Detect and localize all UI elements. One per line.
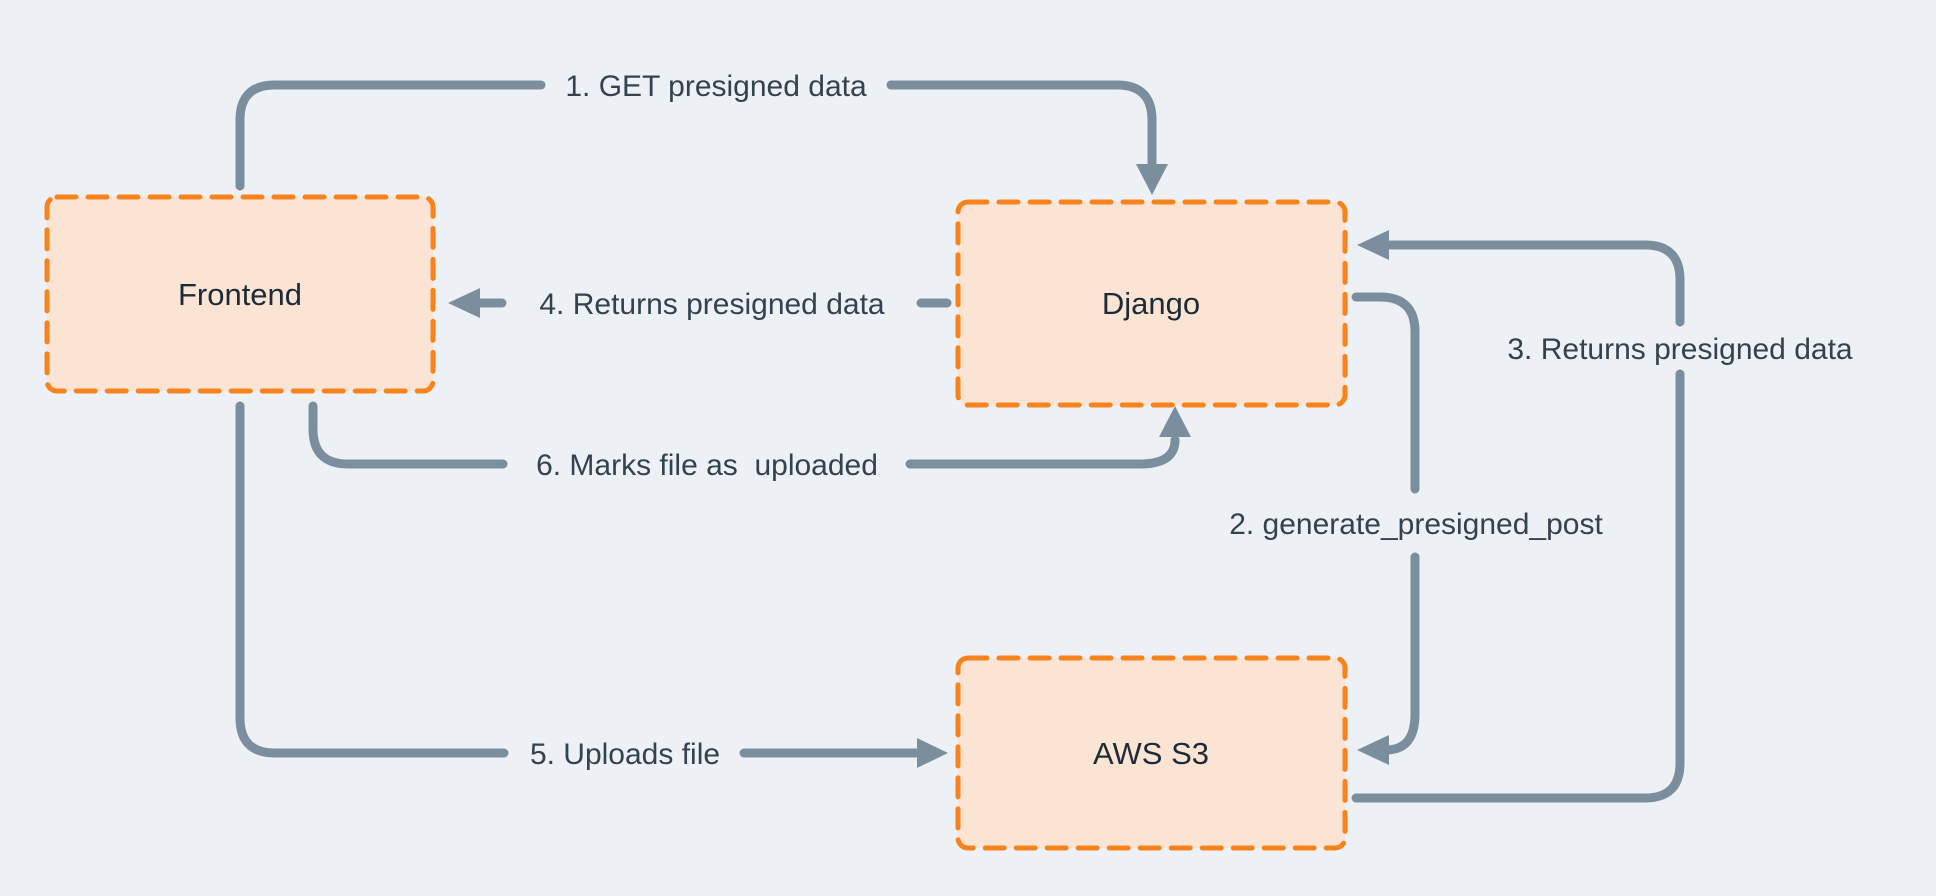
arrowhead-step3-left-icon	[1357, 230, 1389, 260]
node-aws-s3-label: AWS S3	[1093, 736, 1209, 771]
node-frontend	[44, 194, 436, 394]
step2-label: 2. generate_presigned_post	[1229, 508, 1603, 541]
arrowhead-step2-left-icon	[1357, 735, 1389, 765]
connector-step3-top-segment	[1385, 240, 1685, 327]
step6-label: 6. Marks file as uploaded	[536, 449, 878, 482]
connector-step3-bottom-segment	[1351, 369, 1685, 803]
arrowhead-step5-right-icon	[917, 738, 948, 768]
connector-step6-right-segment	[905, 435, 1180, 469]
connector-step5-left-segment	[235, 401, 509, 758]
connector-step1-left-segment	[235, 80, 546, 191]
arrowhead-step6-up-icon	[1159, 406, 1191, 437]
step3-label: 3. Returns presigned data	[1507, 333, 1853, 366]
arrowhead-step4-left-icon	[448, 288, 480, 318]
step5-label: 5. Uploads file	[530, 738, 720, 771]
step1-label: 1. GET presigned data	[565, 70, 867, 103]
connector-step1-right-segment	[886, 80, 1157, 168]
node-frontend-label: Frontend	[178, 277, 302, 312]
connector-step2-top-segment	[1351, 292, 1420, 494]
step4-label: 4. Returns presigned data	[539, 288, 885, 321]
connector-step6-left-segment	[308, 401, 508, 469]
node-aws-s3	[955, 655, 1348, 851]
arrowhead-step1-down-icon	[1136, 164, 1168, 195]
node-django	[955, 199, 1348, 408]
connector-step2-bottom-segment	[1381, 552, 1420, 755]
node-django-label: Django	[1102, 286, 1200, 321]
